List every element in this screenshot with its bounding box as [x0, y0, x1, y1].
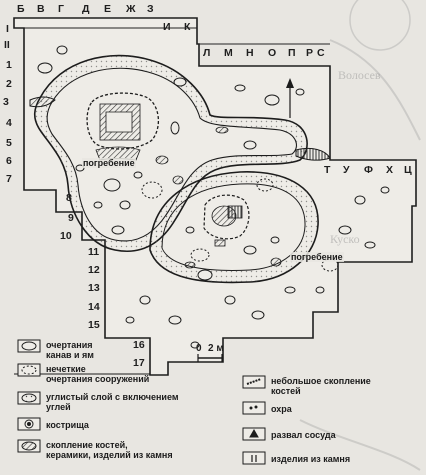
grid-row-inner-4: 12 [88, 264, 100, 276]
legend-ditch: очертания канав и ям [46, 340, 226, 360]
legend-hearth-line1: кострища [46, 420, 89, 430]
burial-label-2: погребение [290, 252, 344, 262]
grid-col-right-4: Ц [404, 164, 412, 176]
grid-col-top1-2: Г [58, 3, 64, 15]
grid-row-inner-7: 15 [88, 319, 100, 331]
grid-col-top3-4: П [288, 47, 296, 59]
legend-vessel: развал сосуда [271, 430, 411, 440]
grid-col-right-3: Х [386, 164, 394, 176]
legend-bones: скопление костей, керамики, изделий из к… [46, 440, 236, 460]
grid-row-inner-2: 10 [60, 230, 72, 242]
grid-row-inner-1: 9 [68, 212, 74, 224]
grid-col-top3-6: С [317, 47, 325, 59]
ditch-arm-right [295, 147, 331, 161]
grid-col-top1-3: Д [82, 3, 90, 15]
legend-ochre: охра [271, 404, 391, 414]
scale-zero: 0 [196, 343, 202, 354]
legend-stone-line1: изделия из камня [271, 454, 351, 464]
grid-col-top3-1: М [224, 47, 233, 59]
grid-row-left-0: I [6, 23, 9, 35]
grid-col-right-1: У [343, 164, 350, 176]
legend-charcoal: углистый слой с включением углей [46, 392, 236, 412]
legend-charcoal-line1: углистый слой с включением [46, 392, 179, 402]
grid-row-inner-9: 17 [133, 357, 145, 369]
grid-row-left-7: 6 [6, 155, 12, 167]
legend-bones-line2: керамики, изделий из камня [46, 450, 173, 460]
grid-row-inner-5: 13 [88, 282, 100, 294]
grid-col-right-2: Ф [364, 164, 373, 176]
legend-vessel-line1: развал сосуда [271, 430, 336, 440]
ditch-arm-left [29, 96, 56, 108]
grid-col-top1-0: Б [17, 3, 25, 15]
legend-ditch-line2: канав и ям [46, 350, 94, 360]
grid-col-top1-1: В [37, 3, 45, 15]
legend-stone: изделия из камня [271, 454, 421, 464]
scale-length: 2 м [208, 343, 224, 354]
grid-col-top3-3: О [268, 47, 277, 59]
legend-vague-line1: нечеткие [46, 364, 86, 374]
grid-col-top2-0: И [163, 21, 171, 33]
legend-vague-line2: очертания сооружений [46, 374, 150, 384]
grid-ticks [24, 27, 416, 161]
grid-col-top2-1: К [184, 21, 191, 33]
grid-col-top3-0: Л [203, 47, 211, 59]
scale-bar-graphic [197, 354, 223, 362]
grid-row-left-6: 5 [6, 137, 12, 149]
grid-row-left-4: 3 [3, 96, 9, 108]
central-feature-2 [203, 194, 250, 240]
grid-row-inner-6: 14 [88, 301, 100, 313]
legend-swatches-left [17, 339, 41, 453]
grid-col-top1-6: З [147, 3, 154, 15]
grid-row-inner-8: 16 [133, 339, 145, 351]
grid-row-left-2: 1 [6, 59, 12, 71]
legend-charcoal-line2: углей [46, 402, 71, 412]
grid-col-top1-5: Ж [126, 3, 136, 15]
bleed-text-1: Волосев [338, 68, 381, 82]
pits [37, 45, 390, 349]
legend-vague: нечеткие очертания сооружений [46, 364, 236, 384]
legend-hearth: кострища [46, 420, 196, 430]
grid-col-right-0: Т [324, 164, 331, 176]
grid-col-top3-5: Р [306, 47, 314, 59]
grid-row-left-8: 7 [6, 173, 12, 185]
grid-col-top1-4: Е [104, 3, 112, 15]
legend-small-bones: небольшое скопление костей [271, 376, 421, 396]
legend-ochre-line1: охра [271, 404, 292, 414]
burial-label-1: погребение [82, 158, 136, 168]
legend-small-bones-line2: костей [271, 386, 301, 396]
bleed-text-2: Куско [330, 232, 360, 246]
grid-col-top3-2: Н [246, 47, 254, 59]
grid-row-left-3: 2 [6, 78, 12, 90]
central-feature-1 [86, 92, 159, 161]
legend-bones-line1: скопление костей, [46, 440, 128, 450]
grid-row-left-5: 4 [6, 117, 12, 129]
grid-row-inner-3: 11 [88, 246, 100, 258]
legend-ditch-line1: очертания [46, 340, 93, 350]
bone-clusters [155, 126, 282, 269]
legend-swatches-right [242, 375, 266, 465]
legend-small-bones-line1: небольшое скопление [271, 376, 371, 386]
background-print [299, 0, 421, 471]
north-arrow [286, 78, 294, 118]
grid-row-inner-0: 8 [66, 192, 72, 204]
grid-row-left-1: II [4, 39, 10, 51]
